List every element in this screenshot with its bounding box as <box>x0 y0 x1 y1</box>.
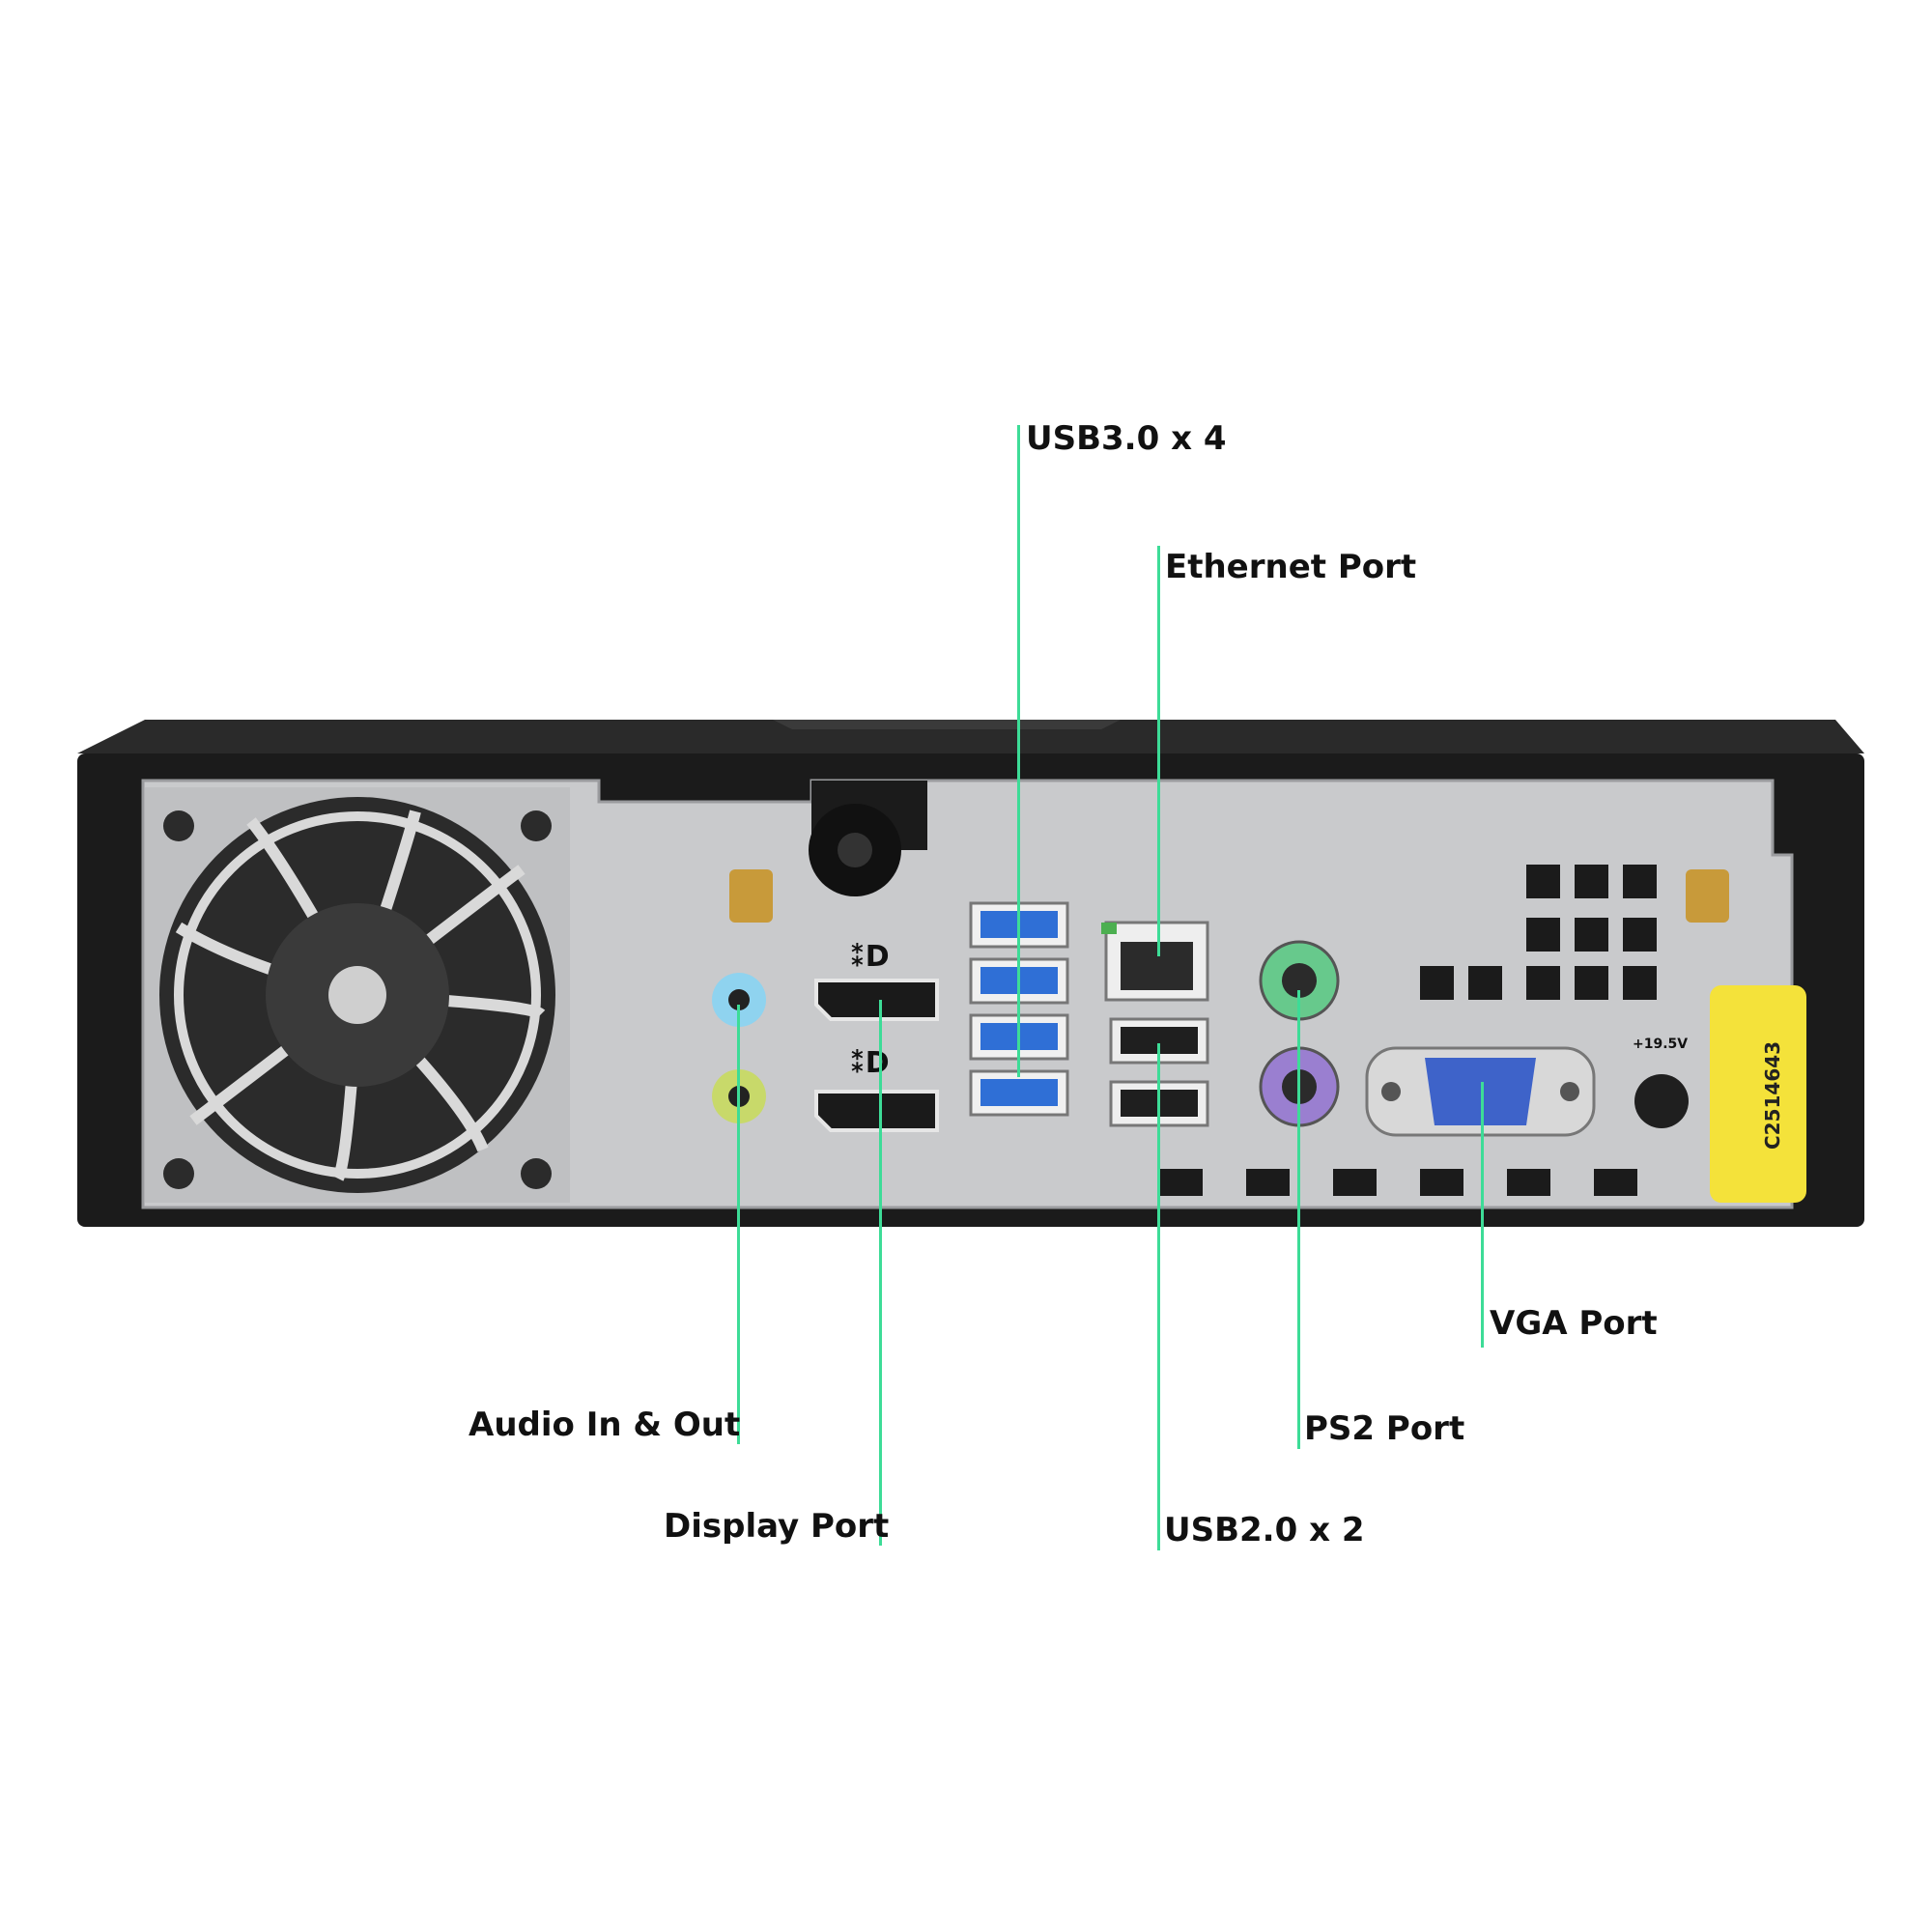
label-usb3: USB3.0 x 4 <box>1026 419 1227 458</box>
vga-port[interactable] <box>1365 1046 1596 1137</box>
leader-line-usb3 <box>1017 425 1020 1077</box>
vents <box>1159 865 1657 1196</box>
screw-icon <box>163 1158 194 1189</box>
leader-line-ethernet <box>1157 546 1160 956</box>
power-jack[interactable] <box>1634 1074 1689 1128</box>
serial-sticker: C2514643 <box>1710 985 1806 1203</box>
label-ps2: PS2 Port <box>1304 1409 1465 1448</box>
displayport-2[interactable] <box>814 1090 939 1132</box>
antenna-connector <box>729 869 1729 923</box>
leader-line-audio <box>737 1005 740 1444</box>
displayport-connectors: ⁑D ⁑D <box>814 940 939 1132</box>
ethernet-port[interactable] <box>1101 921 1209 1002</box>
label-ethernet: Ethernet Port <box>1165 548 1417 586</box>
power-rating-label: +19.5V <box>1633 1037 1688 1052</box>
screw-icon <box>521 1158 552 1189</box>
displayport-symbol: ⁑D <box>850 940 890 974</box>
chassis-top <box>77 720 1864 753</box>
screw-icon <box>163 810 194 841</box>
leader-line-vga <box>1481 1082 1484 1348</box>
label-usb2: USB2.0 x 2 <box>1164 1511 1365 1549</box>
leader-line-ps2 <box>1297 990 1300 1449</box>
label-vga: VGA Port <box>1490 1304 1658 1343</box>
fan <box>145 787 570 1203</box>
displayport-symbol: ⁑D <box>850 1046 890 1080</box>
serial-number: C2514643 <box>1761 1041 1784 1150</box>
leader-line-usb2 <box>1157 1043 1160 1550</box>
screw-icon <box>521 810 552 841</box>
leader-line-display <box>879 1000 882 1546</box>
displayport-1[interactable] <box>814 979 939 1021</box>
label-display: Display Port <box>664 1507 890 1546</box>
usb3-port-4[interactable] <box>980 1079 1058 1106</box>
label-audio: Audio In & Out <box>469 1406 741 1444</box>
